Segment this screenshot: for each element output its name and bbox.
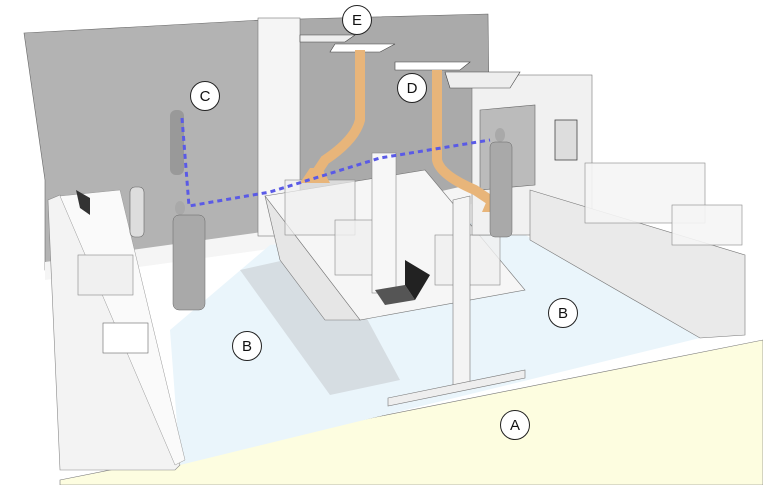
right-glass-box-2 bbox=[671, 204, 743, 246]
callout-b-right: B bbox=[548, 298, 578, 328]
bench-sink bbox=[102, 322, 149, 354]
person-head-woman bbox=[175, 201, 185, 215]
wall-shadow-figure bbox=[170, 110, 184, 175]
ceiling-panel-e-1 bbox=[299, 34, 356, 43]
monitor bbox=[76, 190, 90, 215]
laptop-screen bbox=[405, 260, 430, 300]
partition-base bbox=[387, 369, 526, 407]
callout-b-left: B bbox=[232, 331, 262, 361]
ceiling-panel-grid bbox=[444, 71, 521, 89]
center-partition bbox=[371, 152, 397, 294]
callout-e: E bbox=[342, 5, 372, 35]
mobile-partition bbox=[452, 195, 471, 391]
callout-d: D bbox=[397, 73, 427, 103]
extraction-duct-e bbox=[310, 50, 365, 178]
callout-a: A bbox=[500, 410, 530, 440]
sight-path-dotted bbox=[180, 117, 491, 208]
person-woman bbox=[172, 214, 206, 311]
person-head-man bbox=[495, 128, 505, 142]
laptop bbox=[375, 285, 415, 305]
bench-cabinet bbox=[77, 254, 134, 296]
fume-hood-window bbox=[554, 119, 578, 161]
extraction-duct-d bbox=[432, 70, 493, 205]
chair bbox=[129, 186, 145, 238]
floor-shadow bbox=[240, 250, 400, 395]
wall-band bbox=[45, 180, 490, 280]
person-man bbox=[489, 141, 513, 238]
callout-c: C bbox=[190, 81, 220, 111]
ceiling-panel-d bbox=[394, 61, 471, 71]
ceiling-panel-e-2 bbox=[329, 43, 396, 53]
